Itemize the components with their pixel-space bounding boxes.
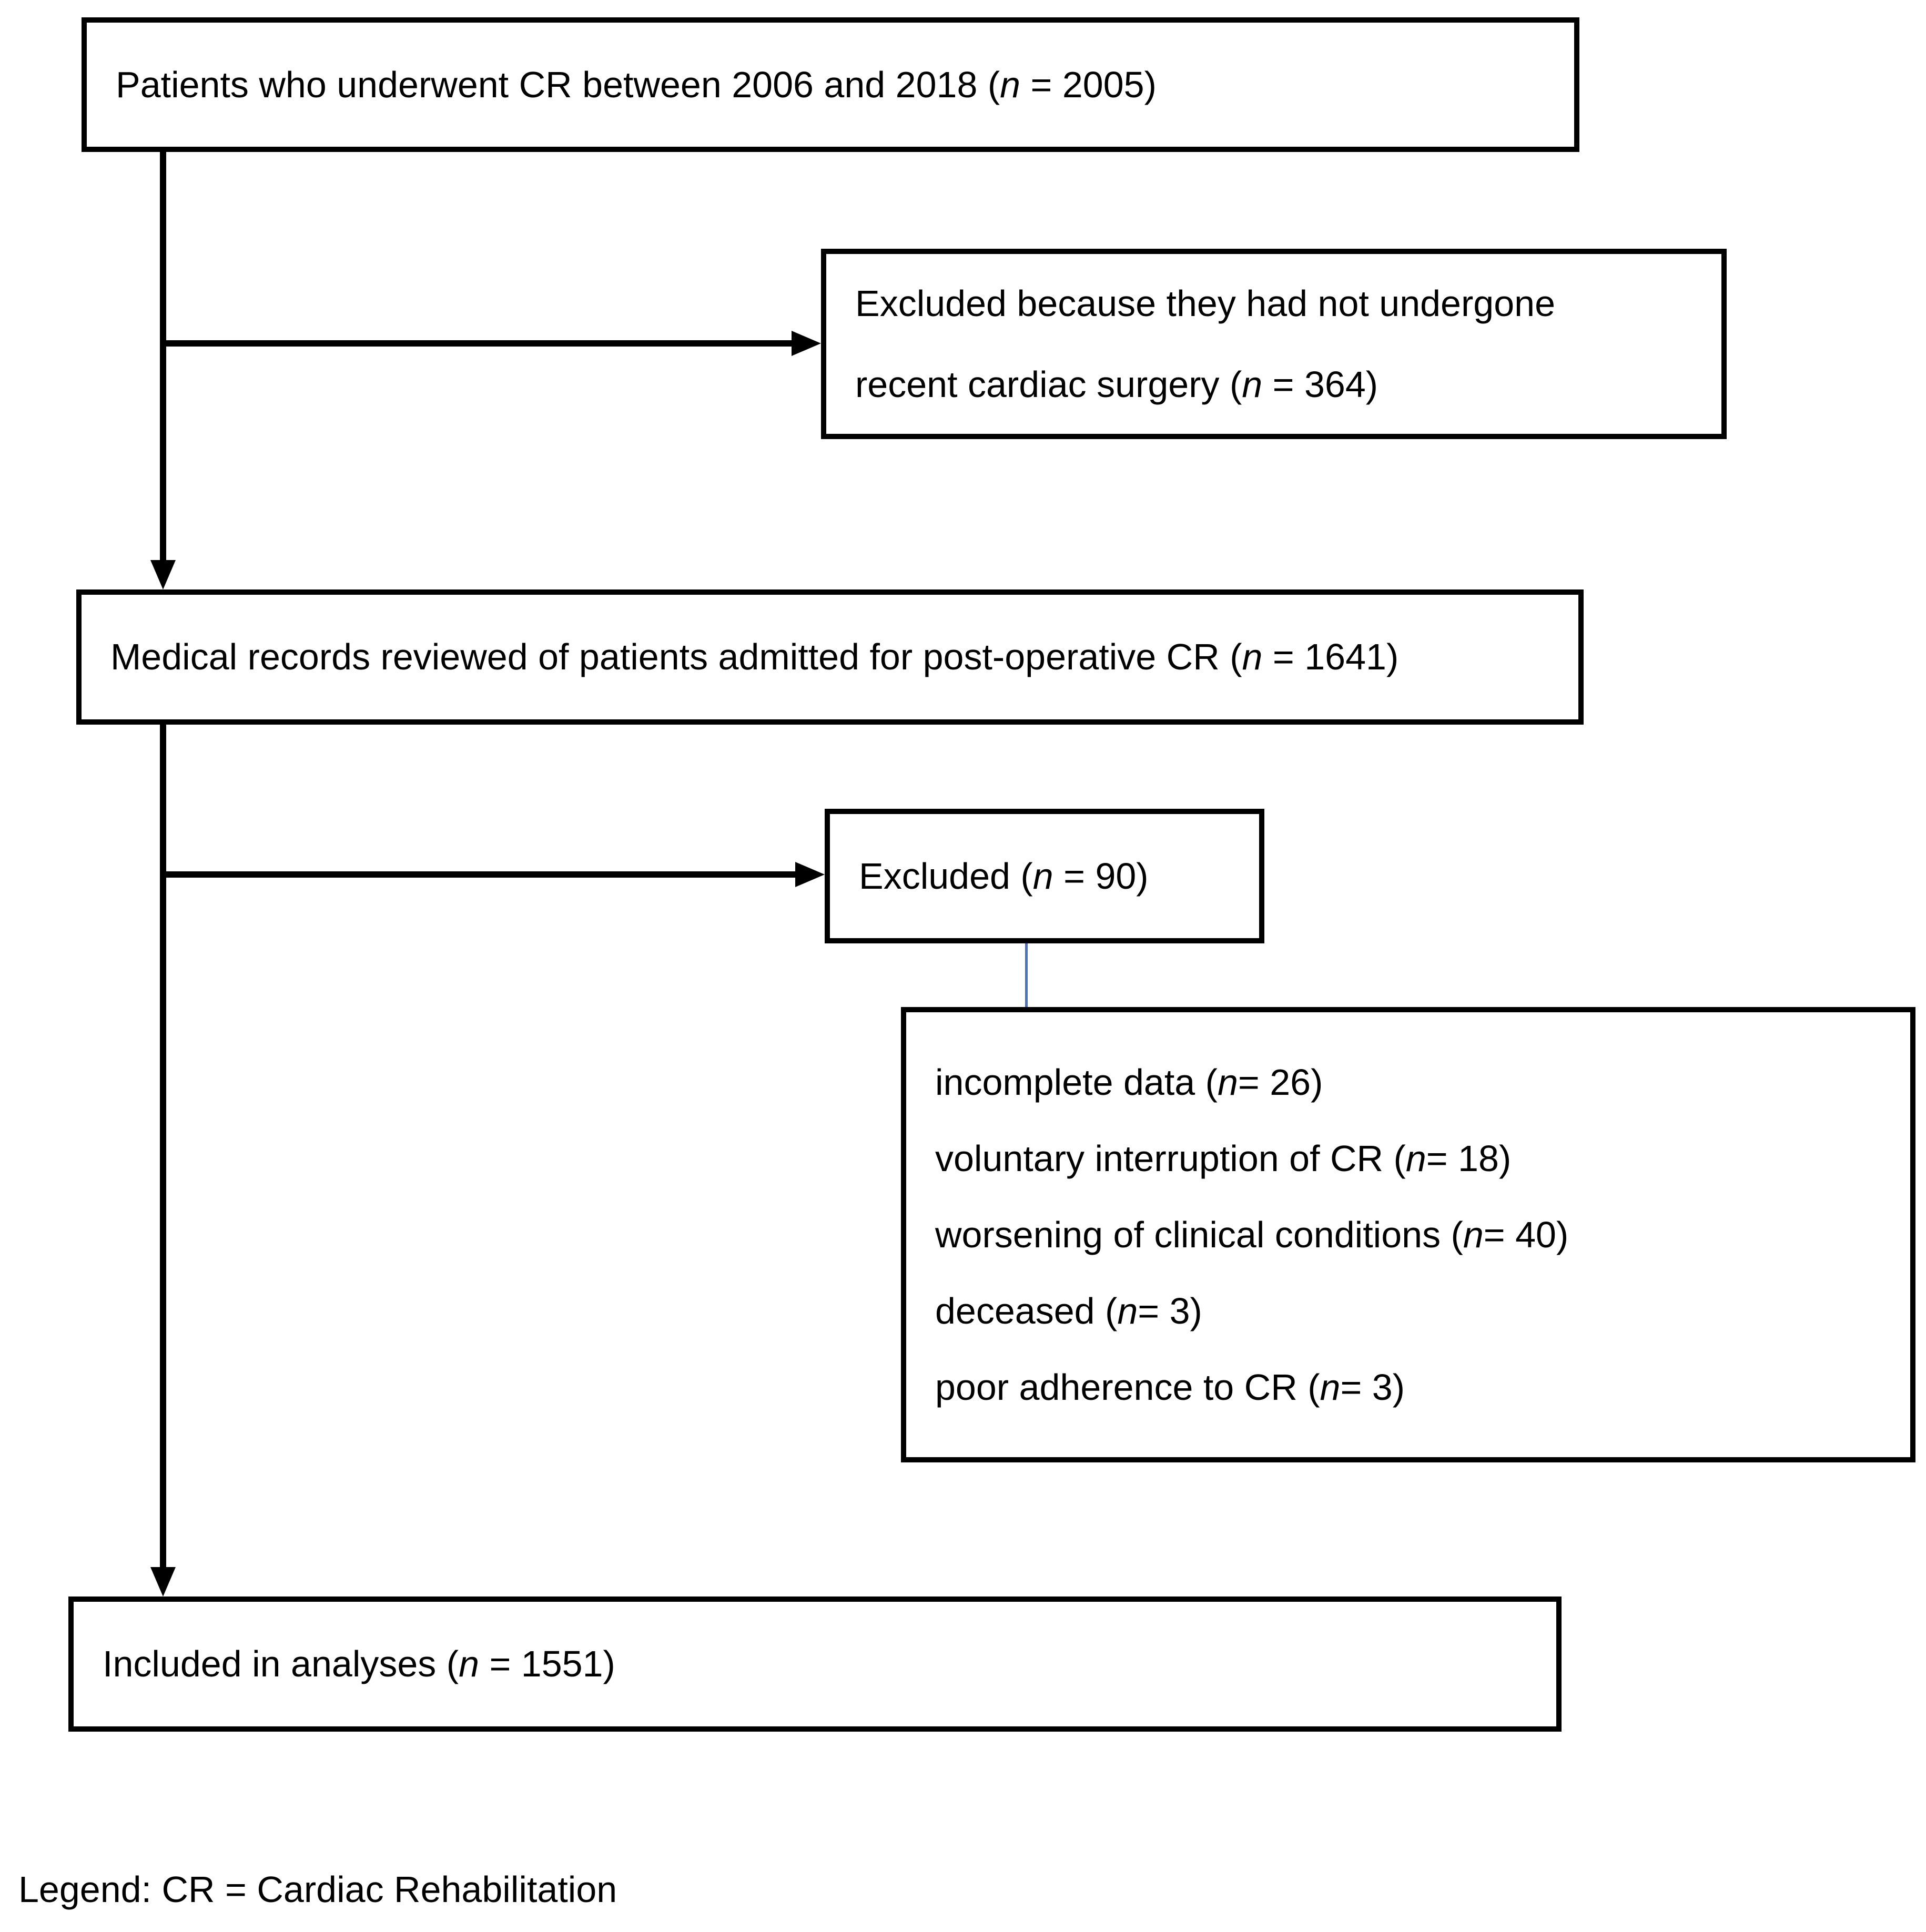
included-n-symbol: n — [459, 1643, 480, 1684]
exclusion-reason-item: voluntary interruption of CR (n = 18) — [935, 1121, 1881, 1197]
records-text-after: = 1641) — [1262, 636, 1399, 677]
excluded-surgery-line2-after: = 364) — [1262, 364, 1378, 405]
included-box-label: Included in analyses (n = 1551) — [74, 1640, 644, 1688]
exclusion-reason-item: worsening of clinical conditions (n = 40… — [935, 1197, 1881, 1273]
arrowhead-into-included-box — [150, 1567, 176, 1597]
patients-n-symbol: n — [1000, 64, 1021, 105]
reason-poor-adherence-after: = 3) — [1340, 1366, 1405, 1408]
included-text-after: = 1551) — [479, 1643, 615, 1684]
excluded-surgery-line2: recent cardiac surgery (n = 364) — [855, 344, 1555, 425]
reason-voluntary-interruption-n: n — [1405, 1137, 1426, 1179]
connector-patients-to-records — [160, 152, 166, 560]
legend-text: Legend: CR = Cardiac Rehabilitation — [18, 1869, 617, 1910]
reason-poor-adherence-before: poor adherence to CR ( — [935, 1366, 1320, 1408]
records-text-before: Medical records reviewed of patients adm… — [110, 636, 1242, 677]
excluded-surgery-line1-text: Excluded because they had not undergone — [855, 283, 1556, 324]
reason-deceased-n: n — [1117, 1290, 1138, 1331]
reason-incomplete-data-before: incomplete data ( — [935, 1061, 1218, 1103]
reason-worsening-conditions-before: worsening of clinical conditions ( — [935, 1214, 1463, 1255]
patients-box: Patients who underwent CR between 2006 a… — [82, 17, 1579, 152]
excluded-surgery-box-label: Excluded because they had not undergone … — [826, 263, 1584, 425]
connector-branch-excluded-surgery — [163, 340, 792, 347]
reason-worsening-conditions-n: n — [1463, 1214, 1484, 1255]
patients-text-after: = 2005) — [1020, 64, 1157, 105]
records-box: Medical records reviewed of patients adm… — [76, 589, 1584, 725]
records-n-symbol: n — [1242, 636, 1263, 677]
excluded-90-text-after: = 90) — [1053, 855, 1149, 897]
excluded-surgery-n-symbol: n — [1242, 364, 1263, 405]
exclusion-reasons-box: incomplete data (n = 26) voluntary inter… — [901, 1007, 1915, 1462]
connector-excluded-90-to-reasons — [1025, 943, 1028, 1009]
patients-box-label: Patients who underwent CR between 2006 a… — [87, 61, 1185, 109]
excluded-surgery-box: Excluded because they had not undergone … — [821, 249, 1727, 439]
connector-records-to-included — [160, 725, 166, 1567]
exclusion-reasons-list: incomplete data (n = 26) voluntary inter… — [906, 1044, 1910, 1426]
reason-poor-adherence-n: n — [1320, 1366, 1341, 1408]
included-text-before: Included in analyses ( — [103, 1643, 459, 1684]
arrowhead-into-records-box — [150, 560, 176, 589]
excluded-90-box-label: Excluded (n = 90) — [830, 852, 1178, 900]
reason-incomplete-data-after: = 26) — [1238, 1061, 1323, 1103]
reason-voluntary-interruption-before: voluntary interruption of CR ( — [935, 1137, 1406, 1179]
excluded-90-text-before: Excluded ( — [859, 855, 1033, 897]
arrowhead-into-excluded-90-box — [795, 862, 825, 887]
reason-deceased-after: = 3) — [1138, 1290, 1202, 1331]
connector-branch-excluded-90 — [163, 871, 795, 878]
reason-voluntary-interruption-after: = 18) — [1426, 1137, 1512, 1179]
patients-text-before: Patients who underwent CR between 2006 a… — [116, 64, 1000, 105]
exclusion-reason-item: incomplete data (n = 26) — [935, 1044, 1881, 1121]
exclusion-reason-item: poor adherence to CR (n = 3) — [935, 1349, 1881, 1426]
reason-deceased-before: deceased ( — [935, 1290, 1118, 1331]
arrowhead-into-excluded-surgery-box — [792, 331, 821, 356]
included-box: Included in analyses (n = 1551) — [68, 1597, 1562, 1732]
excluded-90-box: Excluded (n = 90) — [825, 809, 1264, 943]
records-box-label: Medical records reviewed of patients adm… — [82, 633, 1427, 681]
reason-incomplete-data-n: n — [1217, 1061, 1238, 1103]
excluded-surgery-line1: Excluded because they had not undergone — [855, 263, 1555, 344]
excluded-90-n-symbol: n — [1032, 855, 1053, 897]
exclusion-reason-item: deceased (n = 3) — [935, 1273, 1881, 1349]
reason-worsening-conditions-after: = 40) — [1483, 1214, 1569, 1255]
excluded-surgery-line2-before: recent cardiac surgery ( — [855, 364, 1242, 405]
